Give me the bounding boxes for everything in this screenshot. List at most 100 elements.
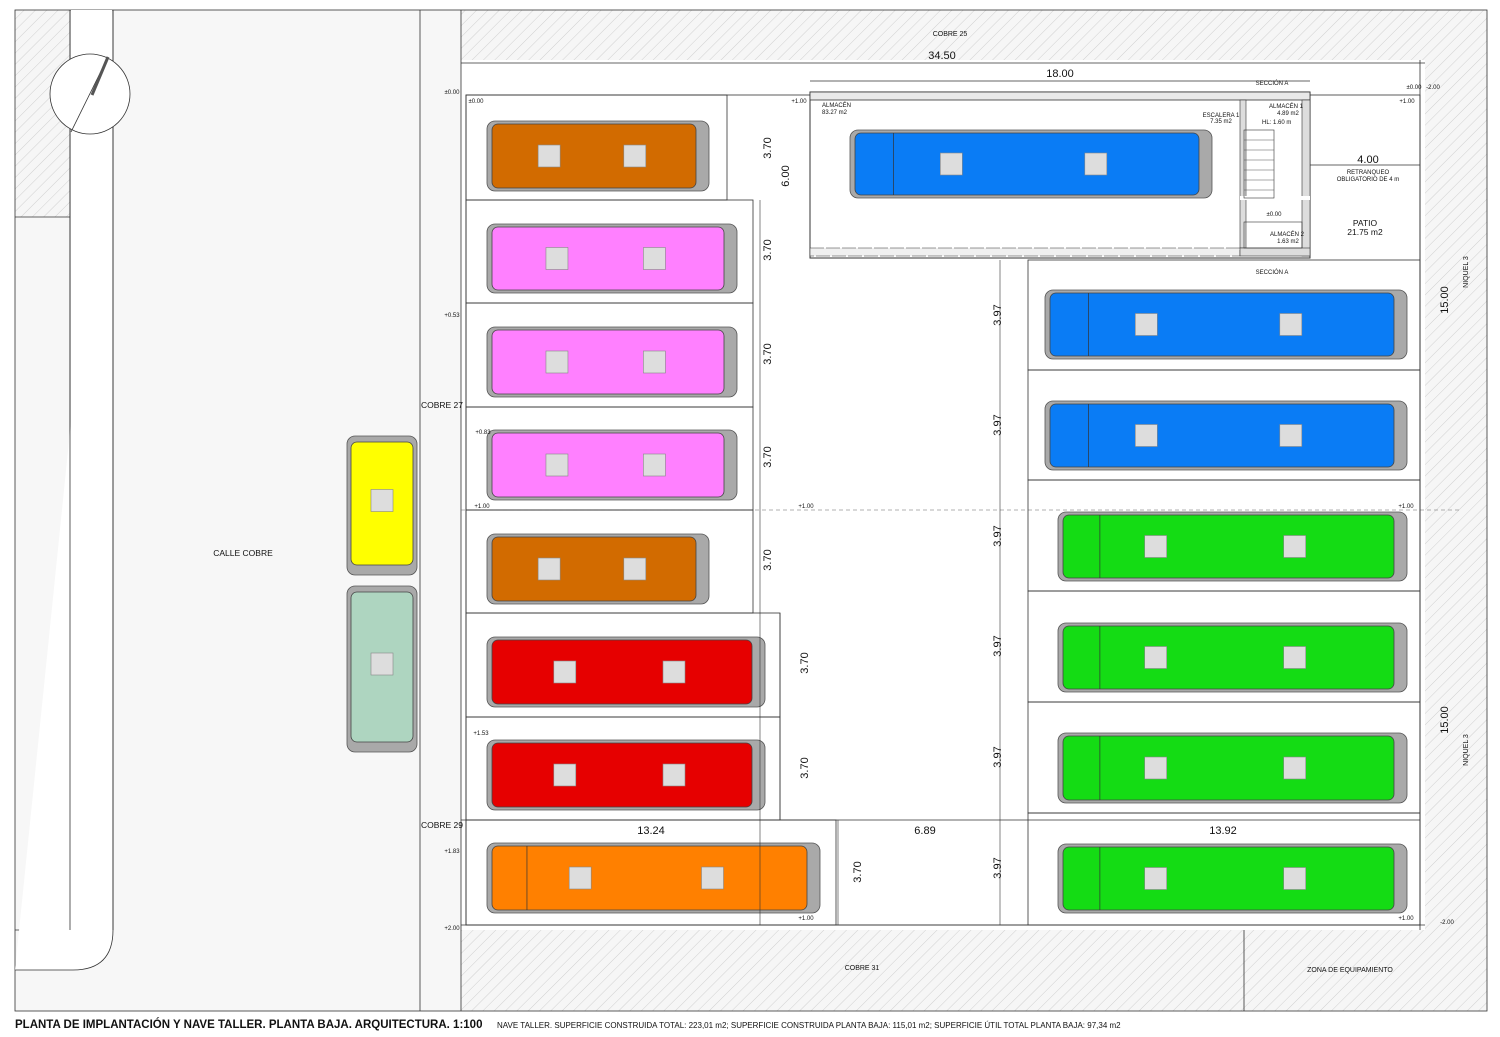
- street-niquel-3-top: NIQUEL 3: [1463, 256, 1470, 288]
- skylight-icon: [1283, 646, 1306, 669]
- level-marker: +1.00: [1398, 504, 1414, 510]
- level-marker: -2.00: [1440, 920, 1454, 926]
- inner-level: ±0.00: [1267, 212, 1283, 218]
- parking-slot: [1027, 812, 1421, 926]
- retranqueo-label-2: OBLIGATORIO DE 4 m: [1337, 177, 1399, 183]
- dim-left-row: 3.70: [762, 239, 774, 260]
- dim-left-row: 3.70: [799, 652, 811, 673]
- skylight-icon: [545, 247, 569, 270]
- container-red: [486, 739, 766, 811]
- container-orange_dark: [486, 533, 710, 605]
- dim-right-row: 3.97: [992, 857, 1004, 878]
- dim-right-row: 3.97: [992, 414, 1004, 435]
- level-marker: -2.00: [1426, 85, 1440, 91]
- skylight-icon: [1144, 756, 1167, 780]
- level-marker: +1.00: [1399, 99, 1415, 105]
- dim-right-row: 3.97: [992, 746, 1004, 767]
- skylight-icon: [1144, 867, 1167, 890]
- dim-total-width: 34.50: [928, 50, 956, 62]
- hatch-right: [1425, 10, 1487, 1011]
- street-cobre-31: COBRE 31: [845, 965, 880, 972]
- skylight-icon: [1279, 424, 1303, 447]
- skylight-icon: [537, 144, 561, 168]
- room-hl: HL: 1.60 m: [1262, 120, 1291, 126]
- container-green: [1057, 732, 1408, 804]
- room-almacen2-label: ALMACÉN 2: [1270, 231, 1305, 238]
- level-marker: +1.00: [1398, 916, 1414, 922]
- level-marker: ±0.00: [1407, 85, 1423, 91]
- drawing-title: PLANTA DE IMPLANTACIÓN Y NAVE TALLER. PL…: [15, 1018, 482, 1031]
- section-a-top: SECCIÓN A: [1256, 80, 1289, 87]
- street-niquel-3-bottom: NIQUEL 3: [1463, 734, 1470, 766]
- zona-equipamiento: ZONA DE EQUIPAMIENTO: [1307, 967, 1393, 974]
- skylight-icon: [662, 660, 686, 684]
- container-blue: [1044, 289, 1408, 360]
- dim-middle-width: 6.89: [914, 825, 935, 837]
- container-red: [486, 636, 766, 708]
- level-marker: +0.83: [475, 430, 491, 436]
- patio-label: PATIO: [1353, 218, 1378, 228]
- level-marker: ±0.00: [445, 90, 461, 96]
- room-escalera-label: ESCALERA 1: [1203, 113, 1240, 119]
- room-almacen-area: 83.27 m2: [822, 110, 848, 116]
- room-almacen1-area: 4.89 m2: [1277, 111, 1299, 117]
- dim-right-row: 3.97: [992, 304, 1004, 325]
- skylight-icon: [545, 453, 569, 477]
- container-blue: [1044, 400, 1408, 471]
- skylight-icon: [643, 453, 666, 477]
- skylight-icon: [545, 350, 569, 374]
- skylight-icon: [1144, 535, 1167, 558]
- container-orange_dark: [486, 120, 710, 192]
- skylight-icon: [568, 866, 592, 890]
- container-green: [1057, 843, 1408, 914]
- street-cobre-27: COBRE 27: [421, 400, 463, 410]
- dim-left-row: 3.70: [762, 446, 774, 467]
- dim-left-width: 13.24: [637, 825, 665, 837]
- dim-left-row: 3.70: [762, 549, 774, 570]
- hatch-bottom: [461, 930, 1487, 1011]
- hatch-top: [461, 10, 1425, 60]
- patio-area: 21.75 m2: [1347, 227, 1383, 237]
- room-almacen-label: ALMACÉN: [822, 102, 851, 109]
- skylight-icon: [701, 866, 724, 890]
- skylight-icon: [1283, 756, 1306, 780]
- container-green: [1057, 511, 1408, 582]
- dim-left-row: 3.70: [762, 137, 774, 158]
- container-pink: [486, 326, 738, 398]
- skylight-icon: [1283, 535, 1306, 558]
- skylight-icon: [370, 489, 394, 512]
- dim-left-row: 3.70: [852, 861, 864, 882]
- skylight-icon: [623, 144, 647, 168]
- street-cobre-25: COBRE 25: [933, 31, 968, 38]
- skylight-icon: [553, 763, 577, 787]
- section-a-bottom: SECCIÓN A: [1256, 269, 1289, 276]
- street-cobre-29: COBRE 29: [421, 820, 463, 830]
- level-marker: ±0.00: [469, 99, 485, 105]
- room-escalera-area: 7.35 m2: [1210, 119, 1232, 125]
- level-marker: +1.53: [473, 731, 489, 737]
- dim-side-bottom: 15.00: [1439, 706, 1451, 734]
- container-pink: [486, 223, 738, 294]
- container-yellow: [346, 435, 418, 576]
- street-calle-cobre: CALLE COBRE: [213, 548, 273, 558]
- container-sage: [346, 585, 418, 753]
- skylight-icon: [623, 557, 647, 581]
- level-marker: +2.00: [444, 926, 460, 932]
- container-orange: [486, 842, 821, 914]
- dim-right-row: 3.97: [992, 635, 1004, 656]
- skylight-icon: [1283, 867, 1306, 890]
- container-blue: [849, 129, 1213, 199]
- skylight-icon: [643, 247, 666, 270]
- skylight-icon: [643, 350, 666, 374]
- container-pink: [486, 429, 738, 501]
- skylight-icon: [1135, 424, 1158, 447]
- level-marker: +1.00: [791, 99, 807, 105]
- level-marker: +1.00: [798, 916, 814, 922]
- dim-right-width: 13.92: [1209, 825, 1237, 837]
- dim-building-width: 18.00: [1046, 68, 1074, 80]
- skylight-icon: [940, 152, 963, 176]
- skylight-icon: [662, 763, 686, 787]
- retranqueo-label: RETRANQUEO: [1347, 170, 1390, 176]
- level-marker: +0.53: [444, 313, 460, 319]
